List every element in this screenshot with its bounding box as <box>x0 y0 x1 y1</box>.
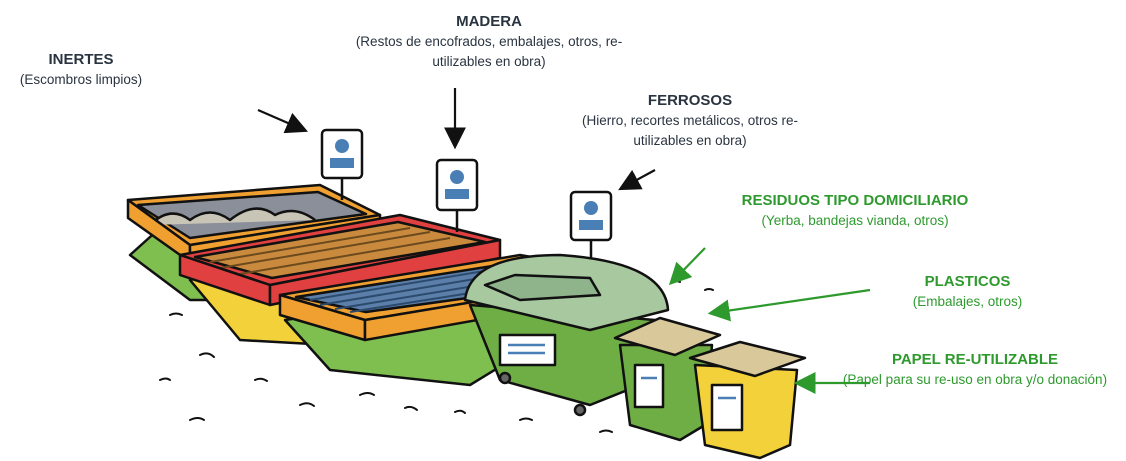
domiciliario-desc: (Yerba, bandejas vianda, otros) <box>761 213 949 228</box>
arrow-ferrosos <box>618 169 656 191</box>
papel-bin <box>688 340 807 460</box>
label-ferrosos: FERROSOS (Hierro, recortes metálicos, ot… <box>555 91 825 151</box>
sign-inertes <box>320 128 364 200</box>
papel-title: PAPEL RE-UTILIZABLE <box>891 351 1059 368</box>
inertes-title: INERTES <box>48 51 114 68</box>
domiciliario-dumpster <box>463 253 670 417</box>
madera-desc: (Restos de encofrados, embalajes, otros,… <box>355 34 623 69</box>
label-madera: MADERA (Restos de encofrados, embalajes,… <box>330 12 648 74</box>
ferrosos-title: FERROSOS <box>647 92 733 109</box>
plasticos-bin <box>613 316 722 442</box>
arrow-domiciliario <box>668 247 706 286</box>
domiciliario-title: RESIDUOS TIPO DOMICILIARIO <box>741 192 969 209</box>
inertes-desc: (Escombros limpios) <box>19 72 143 87</box>
label-papel: PAPEL RE-UTILIZABLE (Papel para su re-us… <box>815 350 1126 390</box>
sign-ferrosos <box>569 190 613 262</box>
arrow-plasticos <box>707 288 871 322</box>
label-plasticos: PLASTICOS (Embalajes, otros) <box>880 272 1055 312</box>
ferrosos-desc: (Hierro, recortes metálicos, otros re-ut… <box>581 113 799 148</box>
label-inertes: INERTES (Escombros limpios) <box>2 50 160 90</box>
arrow-inertes <box>257 108 309 134</box>
label-domiciliario: RESIDUOS TIPO DOMICILIARIO (Yerba, bande… <box>720 191 990 231</box>
plasticos-title: PLASTICOS <box>924 273 1011 290</box>
sign-madera <box>435 158 479 232</box>
plasticos-desc: (Embalajes, otros) <box>912 294 1023 309</box>
madera-title: MADERA <box>456 13 522 30</box>
papel-desc: (Papel para su re-uso en obra y/o donaci… <box>842 372 1108 387</box>
arrows <box>257 88 871 394</box>
